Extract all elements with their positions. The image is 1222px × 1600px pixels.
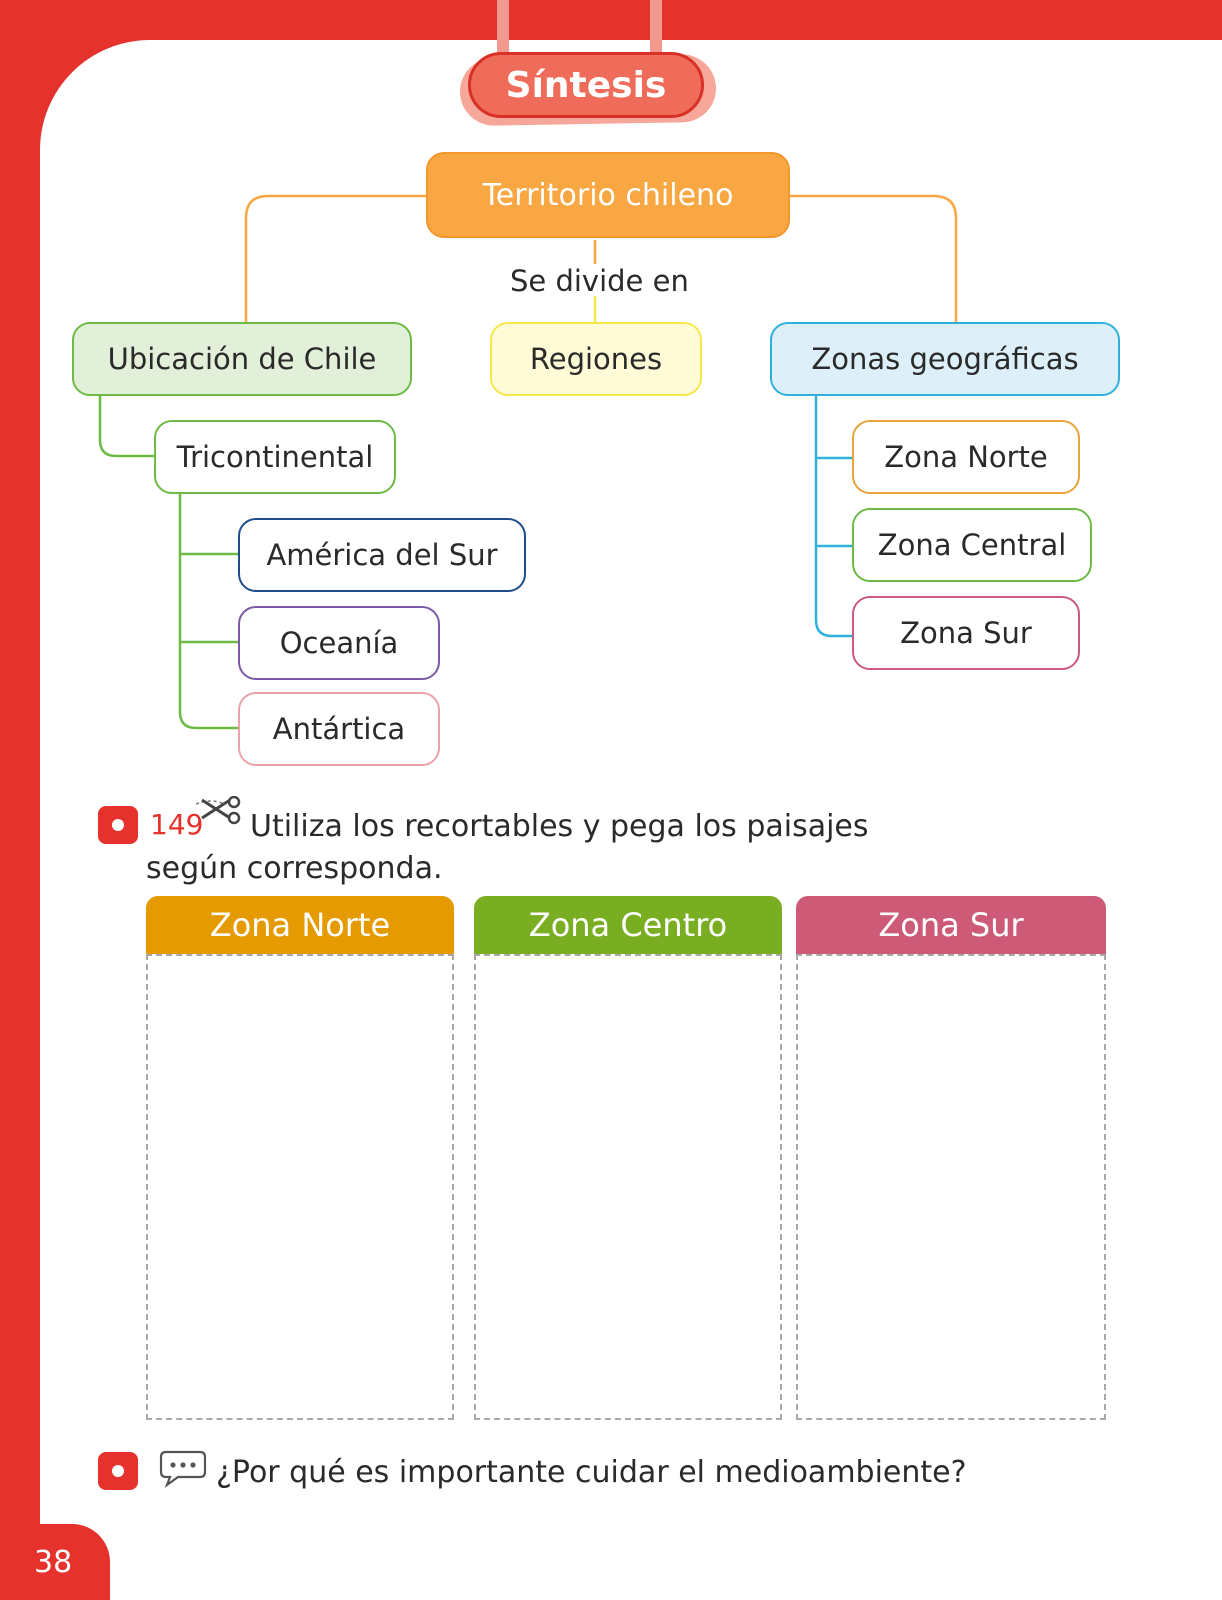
paste-area-zona-norte[interactable] [146,954,454,1420]
question-text: ¿Por qué es importante cuidar el medioam… [216,1455,967,1490]
column-head-zona-centro: Zona Centro [474,896,782,954]
divides-label: Se divide en [510,264,689,298]
page-number: 38 [0,1524,110,1600]
oceania-node: Oceanía [238,606,440,680]
diagram-connectors [98,194,958,730]
zonas-node: Zonas geográficas [770,322,1120,396]
zona-central-node: Zona Central [852,508,1092,582]
activity-bullet [98,806,138,844]
column-head-zona-norte: Zona Norte [146,896,454,954]
root-node: Territorio chileno [426,152,790,238]
activity1-line2: según corresponda. [146,851,443,886]
zona-norte-node: Zona Norte [852,420,1080,494]
column-head-zona-sur: Zona Sur [796,896,1106,954]
paste-area-zona-centro[interactable] [474,954,782,1420]
regiones-node: Regiones [490,322,702,396]
zona-sur-node: Zona Sur [852,596,1080,670]
page-reference: 149 [150,808,204,841]
tricontinental-node: Tricontinental [154,420,396,494]
ubicacion-node: Ubicación de Chile [72,322,412,396]
speech-bubble-icon [159,1450,207,1489]
paste-area-zona-sur[interactable] [796,954,1106,1420]
title-ribbon-left [497,0,509,52]
scissors-icon [195,796,241,825]
connector-zonas-sur [814,396,852,638]
connector-ubicacion-tricontinental [98,396,154,458]
america-del-sur-node: América del Sur [238,518,526,592]
connector-root-ubicacion [244,194,426,322]
connector-root-zonas [790,194,958,322]
question-bullet [98,1452,138,1490]
activity1-line1: Utiliza los recortables y pega los paisa… [250,809,869,844]
section-title: Síntesis [468,52,704,118]
antartica-node: Antártica [238,692,440,766]
connector-tricontinental-antartica [178,494,238,730]
title-ribbon-right [650,0,662,52]
section-title-badge: Síntesis [459,50,717,127]
